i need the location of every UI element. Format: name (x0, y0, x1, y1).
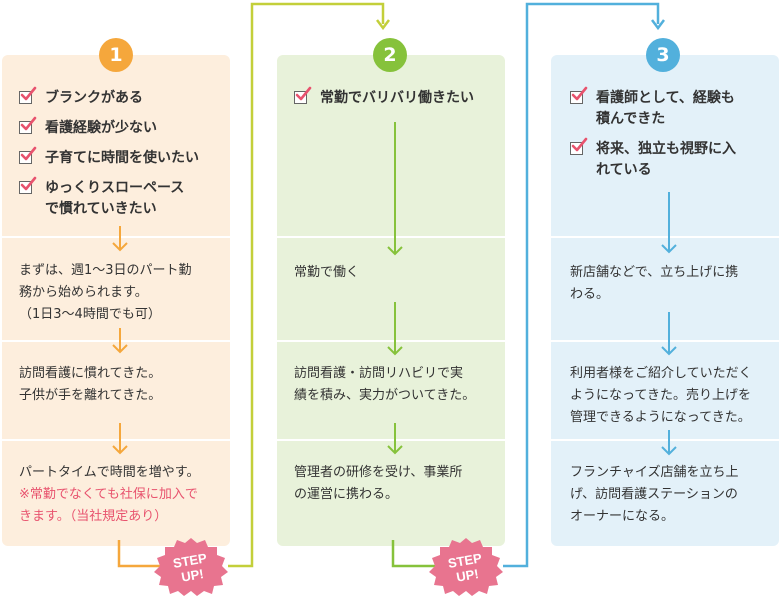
check-item: 看護師として、経験も (570, 86, 736, 109)
checkbox-icon (19, 176, 37, 194)
step-text: 訪問看護・訪問リハビリで実績を積み、実力がついてきた。 (294, 366, 476, 403)
step-number-2: 2 (373, 38, 407, 72)
badge-line2: UP! (455, 566, 480, 585)
badge-line1: STEP (447, 550, 483, 571)
column-2-checklist: 常勤でバリバリ働きたい (294, 86, 474, 118)
divider (551, 236, 779, 238)
divider (2, 236, 230, 238)
arrow-down-icon (387, 423, 403, 455)
column-1-checklist: ブランクがある 看護経験が少ない 子育てに時間を使いたい ゆっくりスローペース … (19, 86, 199, 229)
step-text: 利用者様をご紹介していただくようになってきた。売り上げを管理できるようになってき… (570, 366, 752, 425)
divider (277, 236, 505, 238)
divider (277, 340, 505, 342)
checkbox-icon (570, 86, 588, 104)
arrow-down-icon (387, 122, 403, 256)
arrow-down-icon (661, 192, 677, 254)
check-item-continued: で慣れていきたい (45, 201, 157, 217)
divider (2, 439, 230, 441)
check-item: 将来、独立も視野に入 (570, 137, 736, 160)
divider (551, 439, 779, 441)
checkbox-icon (570, 137, 588, 155)
divider (551, 340, 779, 342)
checkbox-icon (19, 116, 37, 134)
column-3-checklist: 看護師として、経験も 積んできた 将来、独立も視野に入 れている (570, 86, 736, 190)
arrow-down-icon (661, 312, 677, 356)
check-item: 子育てに時間を使いたい (19, 146, 199, 169)
step-text: 常勤で働く (294, 265, 360, 280)
column-1-panel (2, 55, 230, 546)
step-text: パートタイムで時間を増やす。※常勤でなくても社保に加入できます。（当社規定あり） (19, 465, 200, 524)
step-text: 訪問看護に慣れてきた。子供が手を離れてきた。 (19, 366, 162, 403)
check-item: ブランクがある (19, 86, 199, 109)
badge-line1: STEP (172, 550, 208, 571)
column-3-panel (551, 55, 779, 546)
checkbox-icon (19, 146, 37, 164)
step-text: 管理者の研修を受け、事業所の運営に携わる。 (294, 465, 463, 502)
step-text: まずは、週1〜3日のパート勤務から始められます。（1日3〜4時間でも可） (19, 263, 192, 322)
check-item: 常勤でバリバリ働きたい (294, 86, 474, 109)
arrow-down-icon (661, 430, 677, 456)
arrow-down-icon (112, 423, 128, 455)
step-up-badge: STEP UP! (429, 538, 503, 596)
divider (2, 340, 230, 342)
step-text: フランチャイズ店舗を立ち上げ、訪問看護ステーションのオーナーになる。 (570, 465, 739, 524)
check-item-continued: れている (596, 162, 652, 178)
step-number-3: 3 (646, 38, 680, 72)
step-text: 新店舗などで、立ち上げに携わる。 (570, 265, 739, 302)
step-number-1: 1 (99, 38, 133, 72)
badge-line2: UP! (180, 566, 205, 585)
check-item: ゆっくりスローペース (19, 176, 199, 199)
check-item-continued: 積んできた (596, 111, 666, 127)
step-up-badge: STEP UP! (154, 538, 228, 596)
divider (277, 439, 505, 441)
arrow-down-icon (112, 226, 128, 252)
checkbox-icon (294, 86, 312, 104)
arrow-down-icon (387, 302, 403, 356)
checkbox-icon (19, 86, 37, 104)
arrow-down-icon (112, 328, 128, 354)
check-item: 看護経験が少ない (19, 116, 199, 139)
column-2-panel (277, 55, 505, 546)
